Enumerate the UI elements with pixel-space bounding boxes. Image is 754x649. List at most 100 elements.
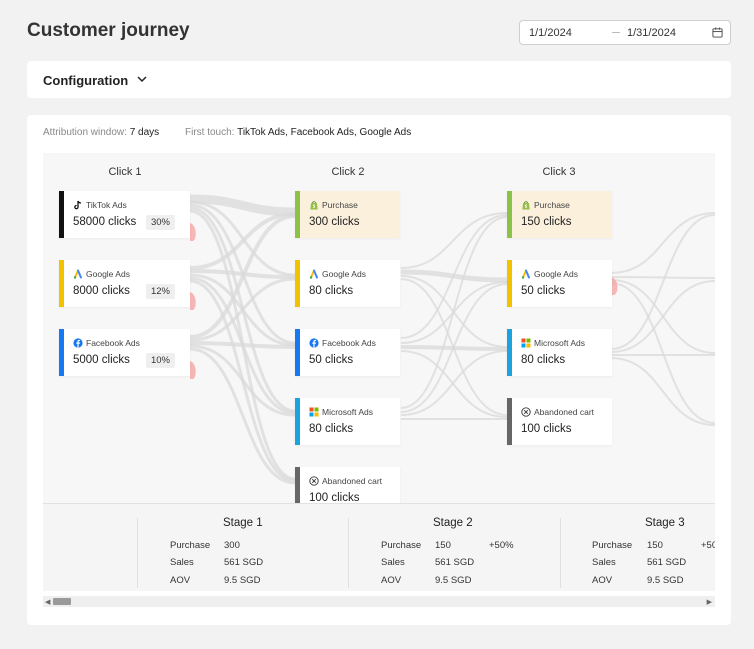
node-percent-badge: 12% — [145, 284, 175, 299]
dropoff-marker — [190, 361, 196, 379]
dropoff-marker — [611, 277, 618, 295]
stage-metric-label: Sales — [170, 557, 194, 568]
stage-title: Stage 2 — [433, 517, 473, 529]
stage-metric-label: Purchase — [381, 540, 422, 551]
stage-divider — [560, 518, 561, 588]
flow-link — [610, 280, 715, 353]
node-source-label: Google Ads — [534, 269, 578, 279]
shopify-icon — [310, 201, 318, 210]
node-count: 8000 clicks — [73, 285, 130, 297]
stage-metric-value: 9.5 SGD — [435, 575, 472, 586]
horizontal-scrollbar[interactable]: ◀ ▶ — [43, 596, 715, 607]
node-click2-abandoned-cart[interactable]: Abandoned cart 100 clicks — [295, 467, 400, 503]
node-source-label: Microsoft Ads — [534, 338, 586, 348]
stage-metric-label: Purchase — [592, 540, 633, 551]
node-source-label: Google Ads — [86, 269, 130, 279]
date-range-picker[interactable]: 1/1/2024 1/31/2024 — [519, 20, 731, 45]
facebook-icon — [309, 338, 319, 348]
google-ads-icon — [309, 269, 318, 279]
node-count: 80 clicks — [521, 354, 566, 366]
stage-metric-value: 150 — [647, 540, 663, 551]
chevron-down-icon[interactable] — [136, 73, 148, 85]
node-source-label: Abandoned cart — [322, 476, 383, 486]
google-ads-icon — [521, 269, 530, 279]
node-click1-tiktok[interactable]: TikTok Ads 58000 clicks 30% — [59, 191, 190, 238]
flow-link — [189, 277, 296, 342]
configuration-panel[interactable]: Configuration — [27, 61, 731, 98]
stage-metric-value: 9.5 SGD — [647, 575, 684, 586]
node-count: 50 clicks — [521, 285, 566, 297]
journey-card: Attribution window: 7 days First touch: … — [27, 115, 731, 625]
end-date[interactable]: 1/31/2024 — [627, 27, 676, 39]
flow-link — [610, 212, 715, 274]
page-title: Customer journey — [27, 20, 190, 41]
start-date[interactable]: 1/1/2024 — [529, 27, 572, 39]
first-touch: First touch: TikTok Ads, Facebook Ads, G… — [185, 127, 411, 138]
sankey-flow-area: Click 1 Click 2 Click 3 TikTok Ads 58000… — [43, 153, 715, 503]
shopify-icon — [522, 201, 530, 210]
node-click2-purchase[interactable]: Purchase 300 clicks — [295, 191, 400, 238]
stage-metric-value: 561 SGD — [224, 557, 264, 568]
flow-link — [610, 357, 715, 426]
node-count: 80 clicks — [309, 423, 354, 435]
flow-link — [400, 283, 508, 413]
flow-link — [400, 212, 508, 269]
first-touch-value: TikTok Ads, Facebook Ads, Google Ads — [237, 127, 412, 138]
attribution-window-label: Attribution window: — [43, 127, 127, 138]
node-click3-google[interactable]: Google Ads 50 clicks — [507, 260, 612, 307]
node-source-label: Purchase — [322, 200, 358, 210]
node-count: 58000 clicks — [73, 216, 137, 228]
flow-link — [189, 347, 296, 485]
scroll-right-icon[interactable]: ▶ — [706, 599, 712, 606]
stage-metric-label: Sales — [592, 557, 616, 568]
attribution-window-value: 7 days — [129, 127, 160, 138]
stage-metric-value: 561 SGD — [435, 557, 475, 568]
stage-metric-label: AOV — [170, 575, 191, 586]
attribution-window: Attribution window: 7 days — [43, 127, 159, 138]
stage-title: Stage 1 — [223, 517, 263, 529]
stage-metric-value: 9.5 SGD — [224, 575, 261, 586]
scrollbar-thumb[interactable] — [53, 598, 71, 605]
node-click3-abandoned-cart[interactable]: Abandoned cart 100 clicks — [507, 398, 612, 445]
node-click1-facebook[interactable]: Facebook Ads 5000 clicks 10% — [59, 329, 190, 376]
flow-link — [610, 282, 715, 424]
date-separator — [612, 32, 620, 33]
stage-divider — [137, 518, 138, 588]
node-source-label: Abandoned cart — [534, 407, 595, 417]
node-count: 80 clicks — [309, 285, 354, 297]
flow-link — [400, 350, 508, 416]
facebook-icon — [73, 338, 83, 348]
stage-summary-row: Stage 1 Purchase 300 Sales 561 SGD AOV 9… — [43, 503, 715, 591]
stage-metric-value: 150 — [435, 540, 451, 551]
configuration-label: Configuration — [43, 73, 129, 88]
node-count: 300 clicks — [309, 216, 360, 228]
flow-link — [400, 216, 508, 409]
column-header-click-3: Click 3 — [542, 166, 576, 178]
node-click3-purchase[interactable]: Purchase 150 clicks — [507, 191, 612, 238]
node-click2-microsoft[interactable]: Microsoft Ads 80 clicks — [295, 398, 400, 445]
calendar-icon[interactable] — [712, 27, 723, 38]
node-source-label: Facebook Ads — [86, 338, 140, 348]
flow-link — [189, 212, 296, 270]
flow-link — [189, 344, 296, 417]
node-count: 100 clicks — [521, 423, 572, 435]
scroll-left-icon[interactable]: ◀ — [45, 599, 51, 606]
node-source-label: Purchase — [534, 200, 570, 210]
node-source-label: TikTok Ads — [86, 200, 127, 210]
node-click2-google[interactable]: Google Ads 80 clicks — [295, 260, 400, 307]
stage-metric-label: Purchase — [170, 540, 211, 551]
node-source-label: Microsoft Ads — [322, 407, 374, 417]
microsoft-icon — [309, 407, 319, 417]
flow-link — [189, 194, 296, 217]
stage-metric-change: +50 — [701, 540, 715, 551]
column-header-click-1: Click 1 — [108, 166, 142, 178]
node-click3-microsoft[interactable]: Microsoft Ads 80 clicks — [507, 329, 612, 376]
stage-metric-value: 561 SGD — [647, 557, 687, 568]
abandoned-cart-icon — [521, 407, 531, 417]
node-source-label: Facebook Ads — [322, 338, 376, 348]
node-count: 50 clicks — [309, 354, 354, 366]
node-source-label: Google Ads — [322, 269, 366, 279]
flow-link — [610, 214, 715, 350]
node-click1-google[interactable]: Google Ads 8000 clicks 12% — [59, 260, 190, 307]
node-click2-facebook[interactable]: Facebook Ads 50 clicks — [295, 329, 400, 376]
